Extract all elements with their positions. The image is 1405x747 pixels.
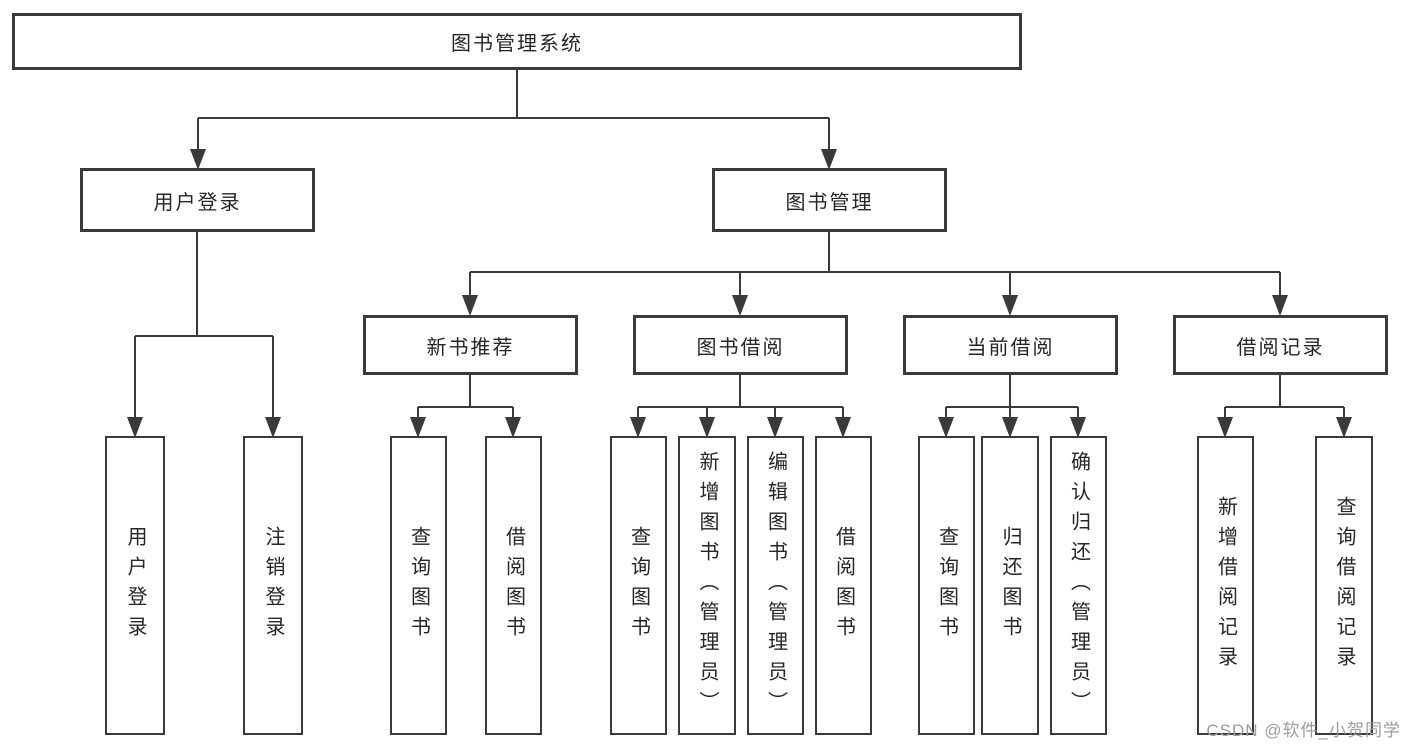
leaf-br-add-borrow-record: 新增借阅记录	[1197, 436, 1254, 735]
leaf-br-add-borrow-record-label: 新增借阅记录	[1214, 495, 1237, 676]
node-current-borrow: 当前借阅	[903, 315, 1118, 375]
node-root: 图书管理系统	[12, 13, 1022, 70]
leaf-bb-edit-books-admin-label: 编辑图书（管理员）	[764, 450, 787, 721]
leaf-cb-query-books: 查询图书	[918, 436, 975, 735]
leaf-cb-confirm-return-admin-label: 确认归还（管理员）	[1067, 450, 1090, 721]
leaf-cb-return-books: 归还图书	[981, 436, 1039, 735]
leaf-cb-query-books-label: 查询图书	[935, 525, 958, 646]
leaf-bb-add-books-admin-label: 新增图书（管理员）	[696, 450, 718, 721]
node-user-login: 用户登录	[80, 168, 315, 232]
node-new-book-recommend-label: 新书推荐	[426, 336, 515, 359]
leaf-nbr-query-books-label: 查询图书	[407, 525, 430, 646]
node-book-borrow-label: 图书借阅	[696, 336, 785, 359]
node-current-borrow-label: 当前借阅	[966, 336, 1055, 359]
node-book-management: 图书管理	[712, 168, 947, 232]
leaf-logout: 注销登录	[243, 436, 303, 735]
arrowhead-icons	[127, 149, 1352, 438]
node-book-management-label: 图书管理	[785, 191, 874, 214]
leaf-nbr-query-books: 查询图书	[390, 436, 447, 735]
leaf-cb-return-books-label: 归还图书	[999, 525, 1021, 646]
leaf-user-login: 用户登录	[105, 436, 165, 735]
leaf-bb-edit-books-admin: 编辑图书（管理员）	[747, 436, 804, 735]
leaf-br-query-borrow-record-label: 查询借阅记录	[1333, 495, 1355, 676]
node-book-borrow: 图书借阅	[633, 315, 848, 375]
leaf-bb-borrow-books: 借阅图书	[815, 436, 872, 735]
node-user-login-label: 用户登录	[153, 191, 242, 214]
node-borrow-records-label: 借阅记录	[1236, 336, 1325, 359]
leaf-bb-query-books: 查询图书	[610, 436, 667, 735]
node-new-book-recommend: 新书推荐	[363, 315, 578, 375]
leaf-user-login-label: 用户登录	[124, 525, 146, 646]
leaf-nbr-borrow-books: 借阅图书	[485, 436, 542, 735]
leaf-cb-confirm-return-admin: 确认归还（管理员）	[1050, 436, 1107, 735]
node-root-label: 图书管理系统	[451, 33, 583, 55]
leaf-bb-query-books-label: 查询图书	[627, 525, 650, 646]
leaf-nbr-borrow-books-label: 借阅图书	[502, 525, 525, 646]
watermark: CSDN @软件_小贺同学	[1206, 721, 1401, 740]
leaf-bb-borrow-books-label: 借阅图书	[832, 525, 855, 646]
leaf-br-query-borrow-record: 查询借阅记录	[1315, 436, 1373, 735]
leaf-logout-label: 注销登录	[262, 525, 284, 646]
node-borrow-records: 借阅记录	[1173, 315, 1388, 375]
tree-edges	[134, 70, 1345, 420]
leaf-bb-add-books-admin: 新增图书（管理员）	[678, 436, 736, 735]
